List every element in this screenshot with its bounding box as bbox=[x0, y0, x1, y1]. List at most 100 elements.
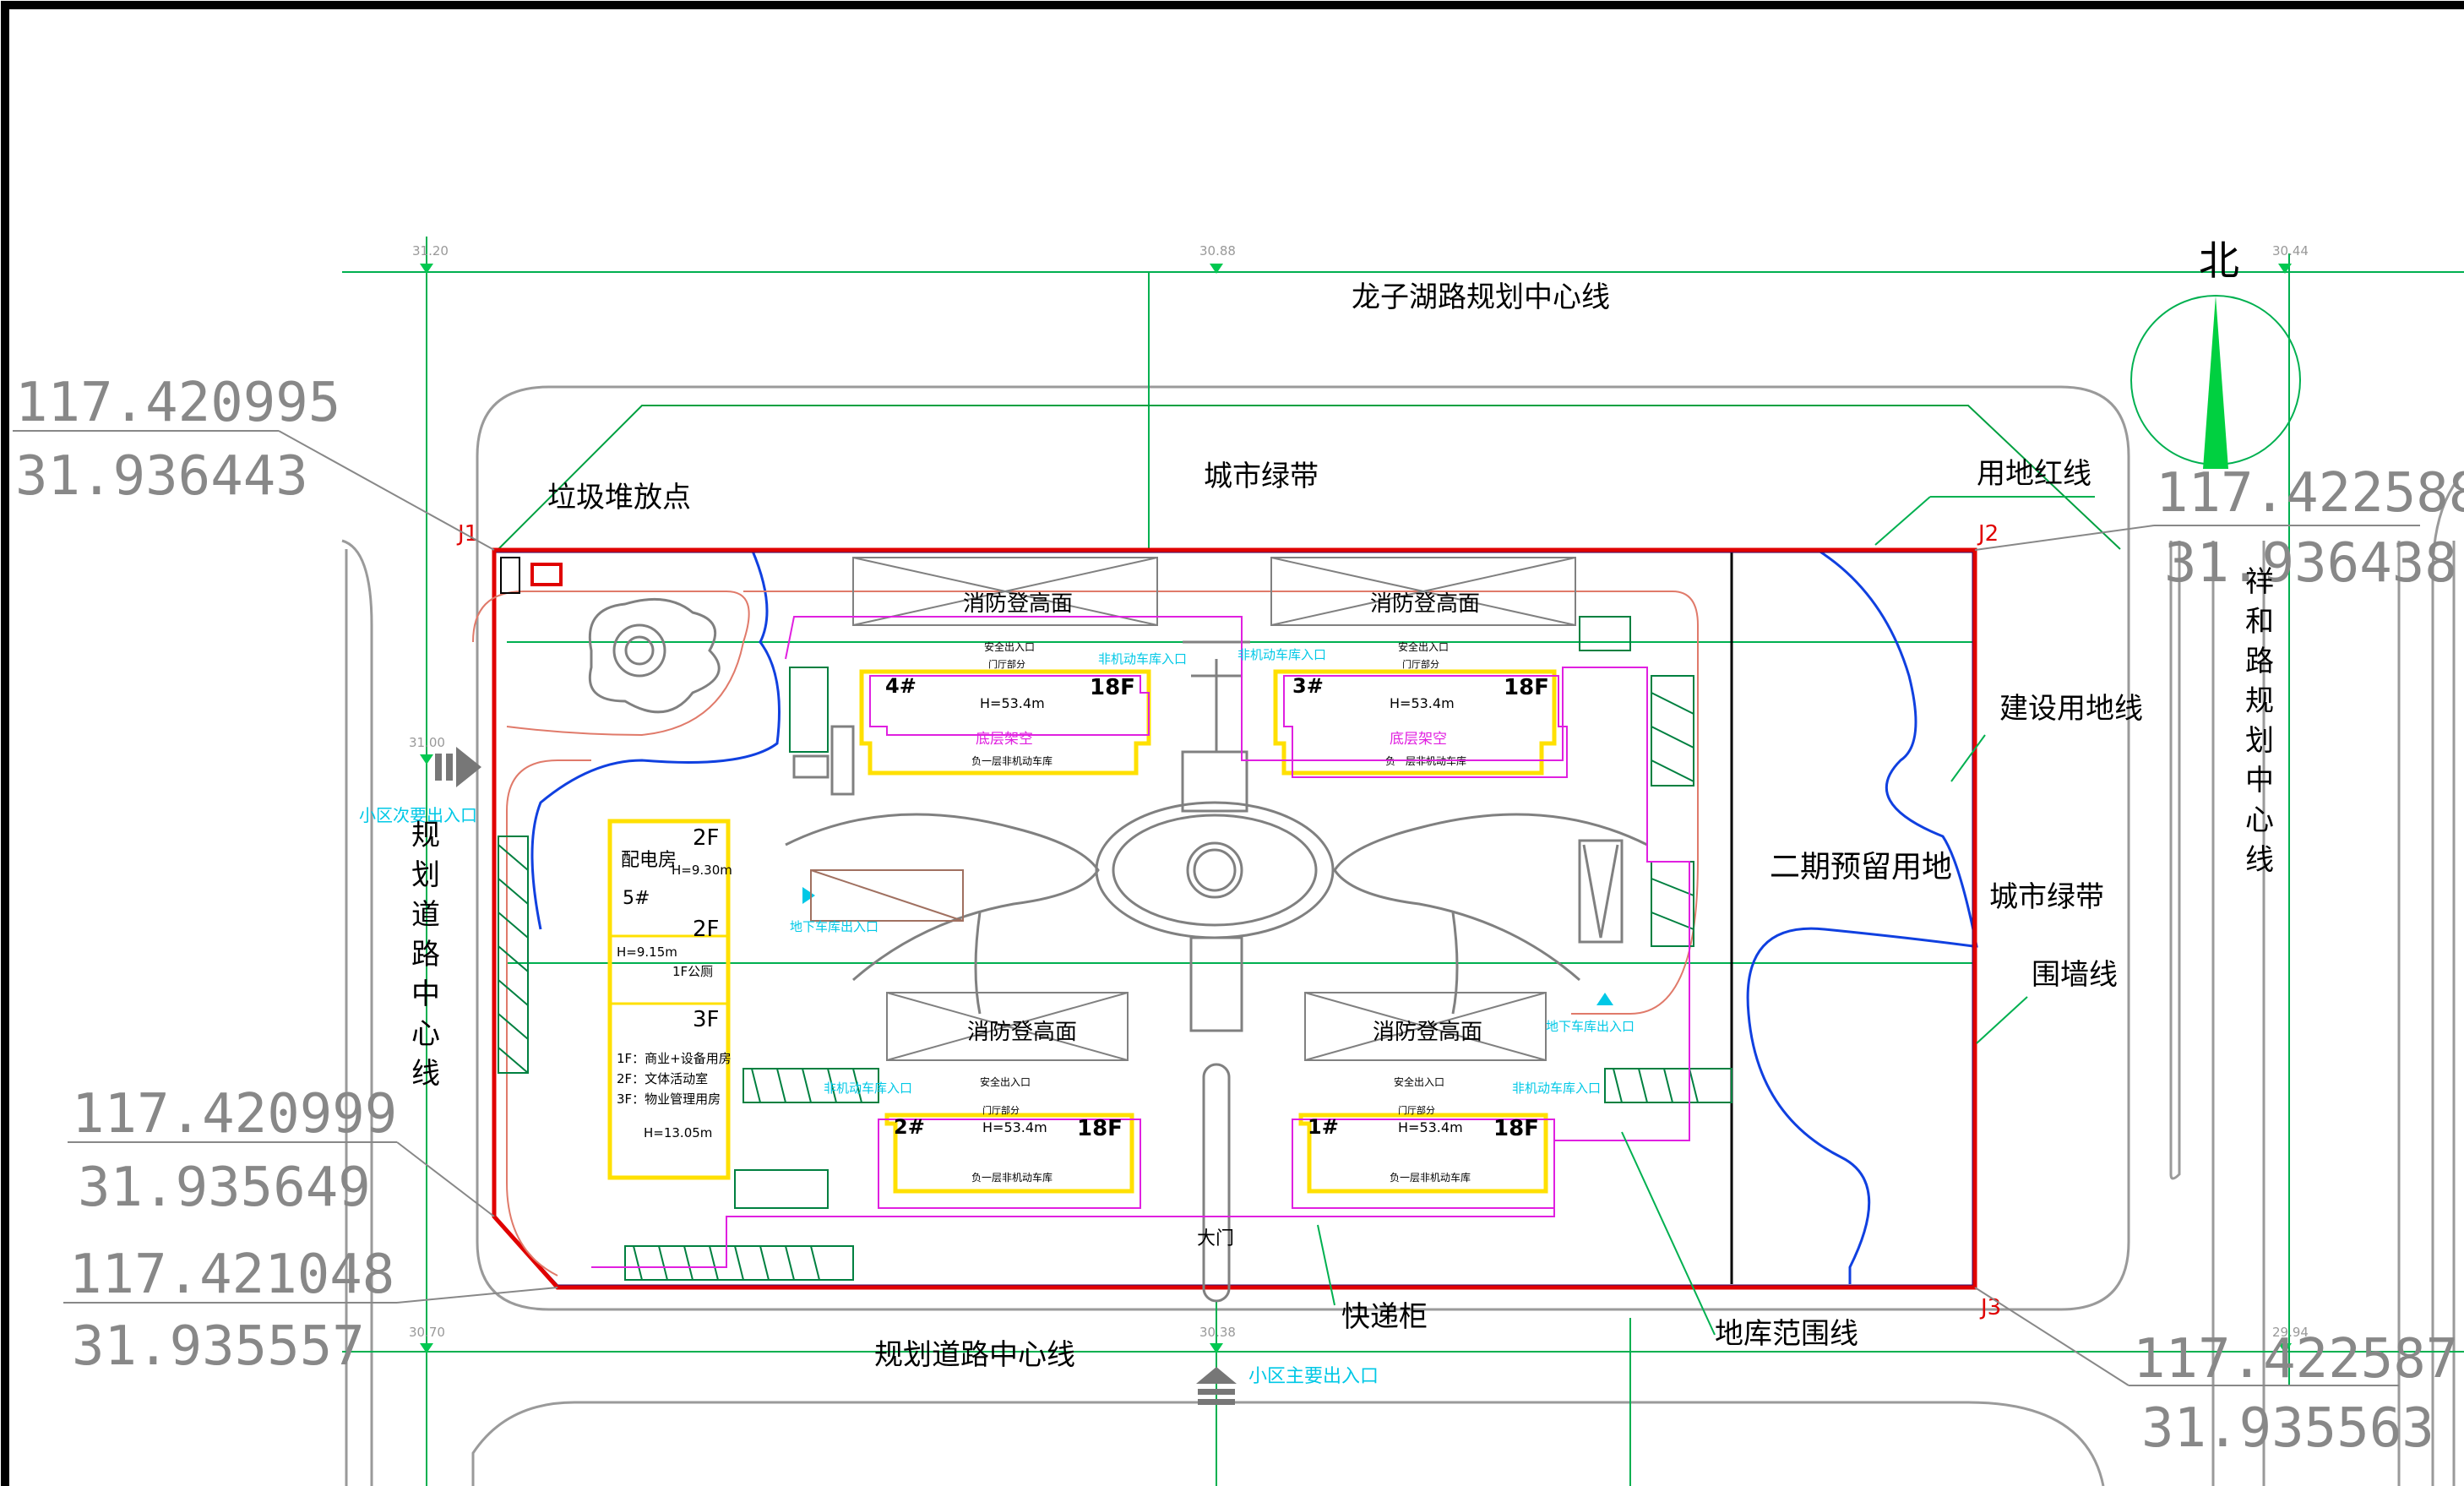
central-plaza bbox=[588, 597, 1648, 1303]
svg-text:安全出入口: 安全出入口 bbox=[980, 1075, 1031, 1088]
building-3: 消防登高面 3# 18F H=53.4m 安全出入口 门厅部分 底层架空 负一层… bbox=[1270, 557, 1576, 778]
bike-entry-4: 非机动车库入口 bbox=[1098, 651, 1187, 667]
north-arrow: 北 bbox=[2130, 237, 2301, 469]
ramp-west bbox=[810, 869, 964, 922]
secondary-entrance-label: 小区次要出入口 bbox=[359, 805, 477, 825]
svg-text:配电房: 配电房 bbox=[621, 850, 677, 871]
svg-text:29.94: 29.94 bbox=[2272, 1325, 2309, 1340]
svg-text:H=53.4m: H=53.4m bbox=[982, 1119, 1047, 1135]
svg-text:117.420999: 117.420999 bbox=[72, 1083, 397, 1146]
phase2-label: 二期预留用地 bbox=[1770, 850, 1952, 885]
svg-text:3#: 3# bbox=[1292, 674, 1324, 698]
svg-text:5#: 5# bbox=[623, 888, 650, 909]
north-green-label: 城市绿带 bbox=[1204, 460, 1319, 493]
svg-text:31.936443: 31.936443 bbox=[15, 445, 308, 508]
svg-text:门厅部分: 门厅部分 bbox=[988, 658, 1025, 670]
south-road-label: 规划道路中心线 bbox=[874, 1338, 1075, 1372]
svg-text:负一层非机动车库: 负一层非机动车库 bbox=[1390, 1171, 1471, 1184]
svg-text:门厅部分: 门厅部分 bbox=[1402, 658, 1439, 670]
trash-label: 垃圾堆放点 bbox=[547, 481, 691, 514]
main-gate-label: 大门 bbox=[1197, 1228, 1234, 1249]
svg-text:30.88: 30.88 bbox=[1199, 243, 1236, 259]
svg-text:18F: 18F bbox=[1504, 675, 1549, 700]
ramp-label-west: 地下车库出入口 bbox=[790, 919, 878, 934]
svg-text:门厅部分: 门厅部分 bbox=[1398, 1104, 1435, 1116]
ramp-label-east: 地下车库出入口 bbox=[1546, 1019, 1635, 1034]
svg-text:门厅部分: 门厅部分 bbox=[982, 1104, 1020, 1116]
road-outlines bbox=[341, 385, 2464, 1486]
svg-text:31.935649: 31.935649 bbox=[78, 1157, 371, 1219]
svg-text:1F：商业+设备用房: 1F：商业+设备用房 bbox=[617, 1051, 732, 1066]
svg-text:J2: J2 bbox=[1977, 521, 1999, 547]
basement-range bbox=[591, 616, 1690, 1268]
svg-text:30.38: 30.38 bbox=[1199, 1325, 1236, 1340]
parcel-locker-label: 快递柜 bbox=[1341, 1300, 1428, 1334]
svg-text:2F: 2F bbox=[693, 917, 720, 942]
red-line-label: 用地红线 bbox=[1977, 457, 2091, 491]
svg-text:31.935557: 31.935557 bbox=[72, 1315, 365, 1378]
north-road-label: 龙子湖路规划中心线 bbox=[1352, 280, 1610, 314]
basement-ramp-west bbox=[802, 887, 815, 904]
svg-text:J1: J1 bbox=[456, 521, 478, 547]
svg-text:2F: 2F bbox=[693, 825, 720, 851]
bike-entry-3: 非机动车库入口 bbox=[1237, 647, 1326, 662]
svg-text:4#: 4# bbox=[885, 674, 917, 698]
svg-text:底层架空: 底层架空 bbox=[1390, 731, 1447, 748]
entrance-arrows bbox=[435, 747, 1237, 1405]
bike-entry-2: 非机动车库入口 bbox=[824, 1080, 912, 1096]
svg-text:H=53.4m: H=53.4m bbox=[1398, 1119, 1463, 1135]
svg-text:117.420995: 117.420995 bbox=[15, 372, 340, 434]
svg-text:2F：文体活动室: 2F：文体活动室 bbox=[617, 1071, 708, 1086]
svg-text:H=53.4m: H=53.4m bbox=[980, 695, 1045, 711]
inner-fire-road bbox=[472, 591, 1699, 1276]
svg-text:1F公厕: 1F公厕 bbox=[672, 964, 713, 979]
east-green-label: 城市绿带 bbox=[1989, 880, 2104, 914]
svg-text:31.20: 31.20 bbox=[412, 243, 449, 259]
building-1: 消防登高面 1# 18F H=53.4m 安全出入口 门厅部分 负一层非机动车库 bbox=[1292, 992, 1555, 1209]
svg-text:H=13.05m: H=13.05m bbox=[644, 1125, 712, 1140]
svg-text:31.935563: 31.935563 bbox=[2141, 1397, 2434, 1460]
svg-text:H=53.4m: H=53.4m bbox=[1390, 695, 1455, 711]
svg-text:H=9.30m: H=9.30m bbox=[672, 863, 732, 878]
building-5: 配电房 2F H=9.30m 5# 2F H=9.15m 1F公厕 3F 1F：… bbox=[607, 819, 732, 1180]
callout-leaders bbox=[1317, 496, 2095, 1336]
elevation-markers: 31.20 30.88 30.44 31.00 30.70 30.38 29.9… bbox=[409, 243, 2309, 1353]
building-4: 消防登高面 4# 18F H=53.4m 安全出入口 门厅部分 底层架空 负一层… bbox=[852, 557, 1158, 776]
bike-entry-1: 非机动车库入口 bbox=[1512, 1080, 1601, 1096]
coord-leaders bbox=[13, 430, 2420, 1386]
svg-text:消防登高面: 消防登高面 bbox=[1370, 591, 1480, 617]
svg-text:117.422587: 117.422587 bbox=[2133, 1328, 2458, 1391]
svg-text:底层架空: 底层架空 bbox=[976, 731, 1033, 748]
corner-markers: J1 J2 J3 bbox=[456, 521, 2001, 1320]
building-2: 消防登高面 2# 18F H=53.4m 安全出入口 门厅部分 负一层非机动车库 bbox=[878, 992, 1141, 1209]
svg-text:安全出入口: 安全出入口 bbox=[984, 640, 1035, 653]
svg-text:安全出入口: 安全出入口 bbox=[1398, 640, 1449, 653]
svg-text:消防登高面: 消防登高面 bbox=[1373, 1020, 1482, 1045]
svg-text:消防登高面: 消防登高面 bbox=[967, 1020, 1077, 1045]
svg-text:1#: 1# bbox=[1308, 1115, 1339, 1139]
svg-text:18F: 18F bbox=[1077, 1116, 1123, 1141]
east-road-label: 祥和路规划中心线 bbox=[2245, 565, 2274, 877]
svg-text:31.936438: 31.936438 bbox=[2164, 532, 2457, 595]
svg-text:2#: 2# bbox=[894, 1115, 925, 1139]
svg-text:安全出入口: 安全出入口 bbox=[1394, 1075, 1444, 1088]
svg-text:117.422588: 117.422588 bbox=[2156, 462, 2464, 525]
svg-text:3F：物业管理用房: 3F：物业管理用房 bbox=[617, 1091, 721, 1107]
svg-text:负一层非机动车库: 负一层非机动车库 bbox=[971, 754, 1053, 767]
svg-text:31.00: 31.00 bbox=[409, 735, 445, 750]
map-labels: 龙子湖路规划中心线 规划道路中心线 城市绿带 城市绿带 二期预留用地 垃圾堆放点… bbox=[359, 280, 2274, 1387]
svg-text:30.44: 30.44 bbox=[2272, 243, 2309, 259]
construction-line-label: 建设用地线 bbox=[1999, 692, 2143, 726]
svg-text:北: 北 bbox=[2199, 237, 2239, 285]
land-red-line bbox=[492, 547, 1977, 1290]
basement-line-label: 地库范围线 bbox=[1715, 1317, 1858, 1351]
garbage-point bbox=[500, 557, 563, 594]
svg-text:H=9.15m: H=9.15m bbox=[617, 944, 677, 960]
svg-text:30.70: 30.70 bbox=[409, 1325, 445, 1340]
svg-text:117.421048: 117.421048 bbox=[69, 1244, 394, 1306]
svg-text:消防登高面: 消防登高面 bbox=[963, 591, 1073, 617]
phase2-blue-lines bbox=[530, 547, 1978, 1284]
svg-text:负一层非机动车库: 负一层非机动车库 bbox=[971, 1171, 1053, 1184]
